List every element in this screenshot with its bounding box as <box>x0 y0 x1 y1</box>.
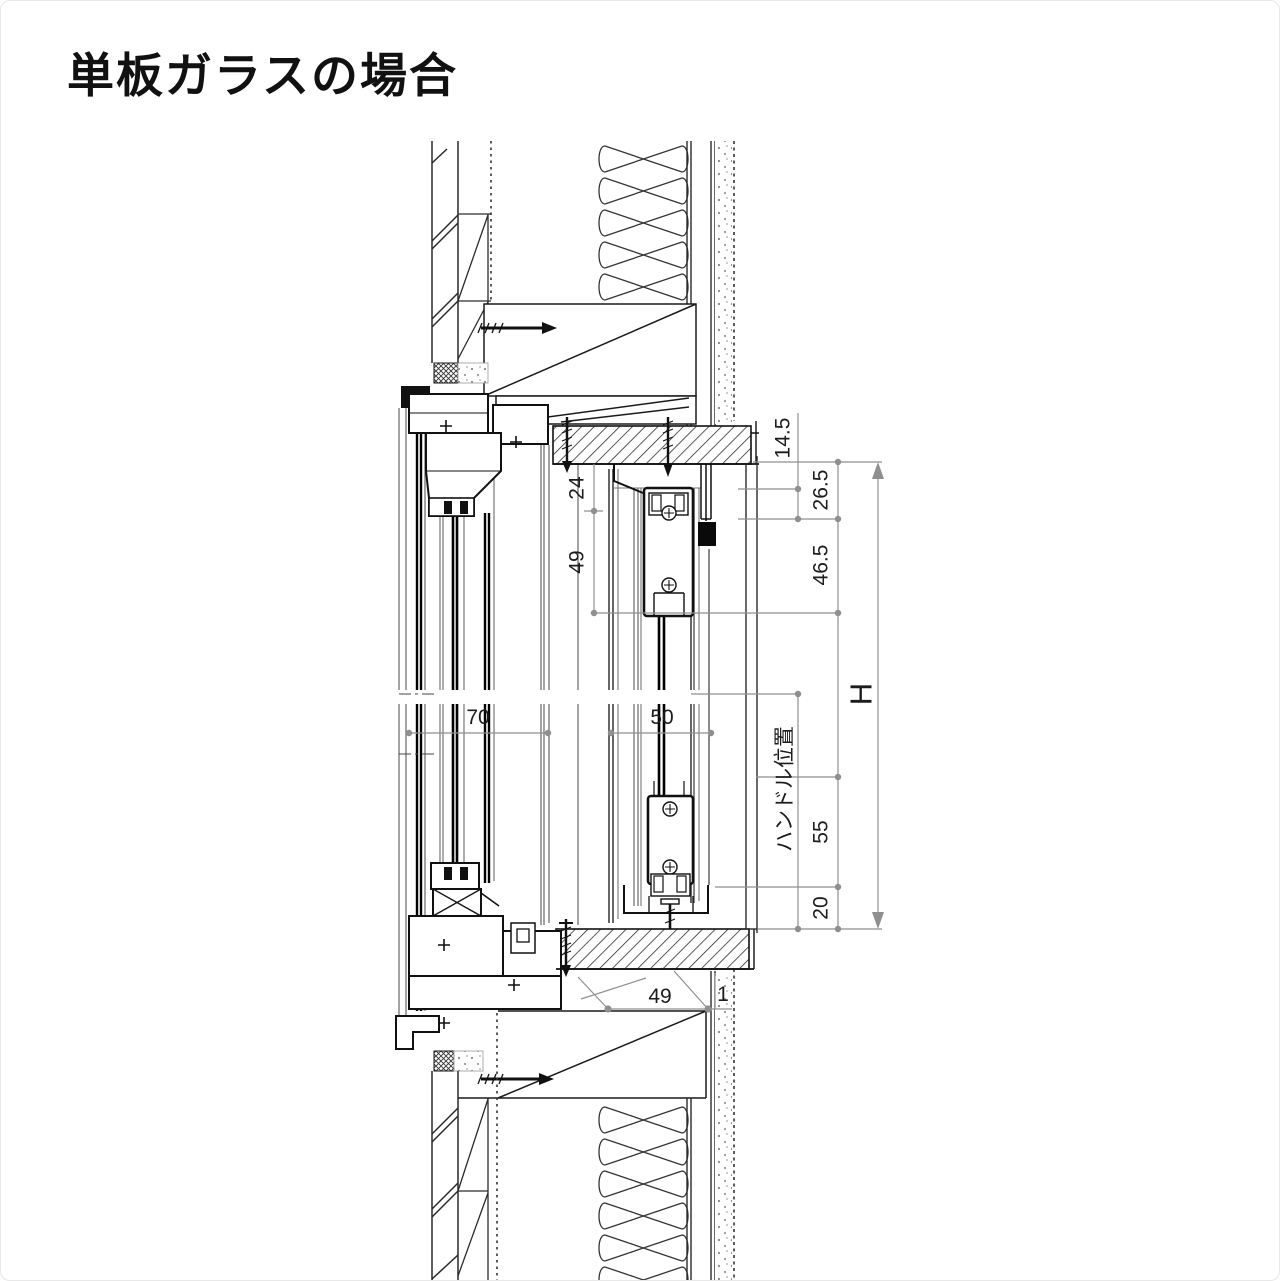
dim-label-50: 50 <box>650 706 673 729</box>
interior-board-bottom <box>556 968 754 1280</box>
sill-sealant <box>433 1050 484 1072</box>
page-title: 単板ガラスの場合 <box>67 49 459 102</box>
section-break-gap <box>393 690 723 704</box>
head-sealant <box>433 362 489 384</box>
sill-fixing-screw-horizontal <box>477 1073 554 1085</box>
dim-label-46-5: 46.5 <box>810 545 833 586</box>
head-blocking-hatched <box>552 421 759 465</box>
fixed-glass-pane <box>439 471 495 887</box>
sill-frame <box>395 862 562 1050</box>
sill-blocking-screw <box>559 919 573 977</box>
dim-label-26-5: 26.5 <box>810 470 833 511</box>
height-arrows <box>872 462 884 929</box>
sill-blocking-hatched <box>555 928 755 970</box>
wood-blocking-bottom <box>458 1010 707 1099</box>
dim-label-14-5: 14.5 <box>772 418 795 459</box>
insulation-batt-top <box>598 145 689 301</box>
head-frame <box>401 386 759 517</box>
dim-label-20: 20 <box>810 896 833 919</box>
dim-label-24: 24 <box>566 476 589 500</box>
dim-label-49-top: 49 <box>566 550 589 573</box>
dim-label-49-bottom: 49 <box>648 985 671 1008</box>
dim-label-1: 1 <box>717 983 729 1006</box>
outer-frame-face-lines <box>398 408 579 1015</box>
dimension-dots <box>405 458 842 1013</box>
interior-stop-block <box>698 522 716 546</box>
exterior-siding-bottom <box>431 1071 459 1280</box>
sash-top-rail <box>642 486 695 618</box>
sash-bottom-rail <box>646 781 695 897</box>
dim-label-handle-position: ハンドル位置 <box>774 726 797 852</box>
head-fixing-screw-horizontal <box>477 322 557 334</box>
dim-label-55: 55 <box>810 820 833 843</box>
head-interior-channel <box>700 464 712 521</box>
dim-label-height: H <box>844 683 879 705</box>
wood-lintel <box>483 303 697 425</box>
head-blocking-screws <box>561 417 674 477</box>
exterior-siding-top <box>431 141 459 363</box>
interior-board-top <box>686 141 735 426</box>
centerlines <box>399 693 435 755</box>
dimension-lines <box>409 413 882 1010</box>
insulation-batt-bottom <box>598 1106 689 1280</box>
furring-stud-bottom <box>457 1098 489 1280</box>
dim-label-70: 70 <box>466 706 489 729</box>
